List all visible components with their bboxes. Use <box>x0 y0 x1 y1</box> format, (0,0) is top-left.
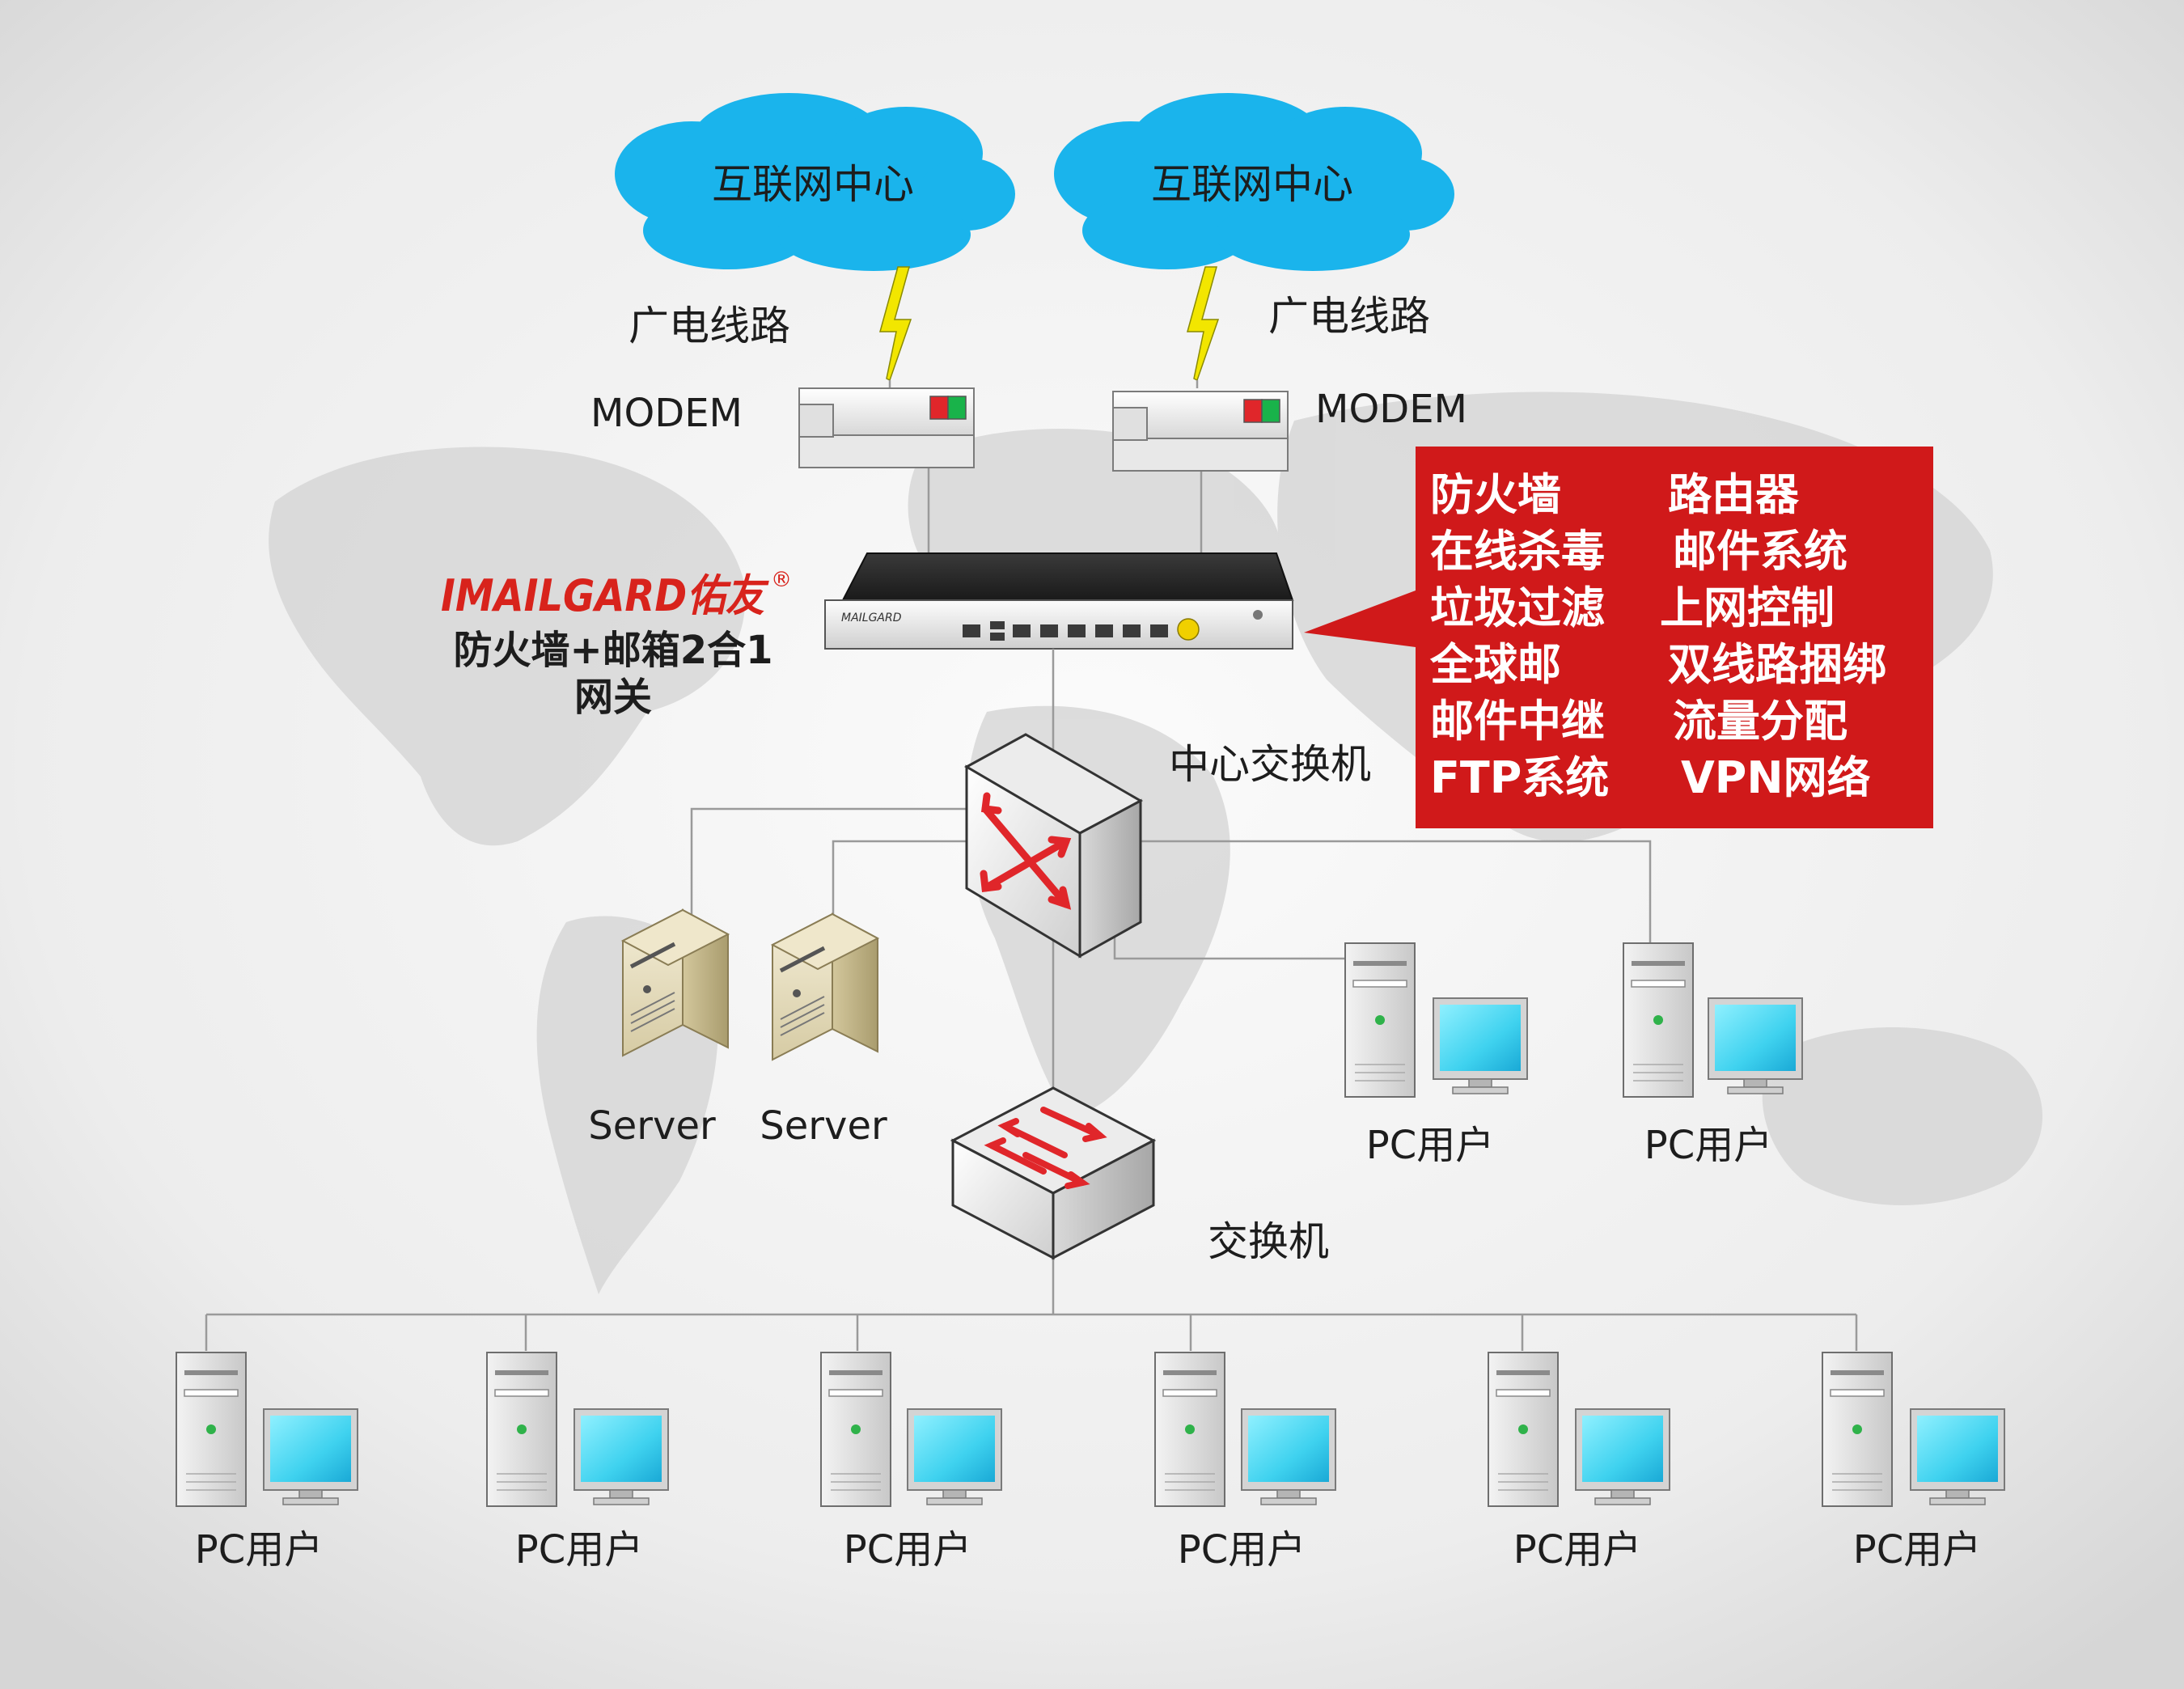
bottom-pc-3: PC用户 <box>820 1352 1002 1573</box>
feature-item: FTP系统 <box>1430 752 1609 803</box>
core-switch: 中心交换机 <box>963 733 1371 959</box>
feature-item: 全球邮 <box>1429 639 1561 690</box>
core-pc-2: PC用户 <box>1623 942 1803 1168</box>
server-2: Server <box>760 914 887 1149</box>
bottom-pc-4: PC用户 <box>1154 1352 1336 1573</box>
status-light-icon <box>1177 618 1200 641</box>
pc-tower-icon <box>1488 1352 1559 1507</box>
feature-item: 防火墙 <box>1430 469 1561 520</box>
switch-label: 交换机 <box>1208 1218 1329 1265</box>
monitor-icon <box>263 1408 358 1505</box>
feature-callout: 防火墙 在线杀毒 垃圾过滤 全球邮 邮件中继 FTP系统 路由器 邮件系统 上网… <box>1304 447 1933 828</box>
pc-label: PC用户 <box>1178 1527 1306 1573</box>
bottom-pc-2: PC用户 <box>486 1352 669 1573</box>
server-label: Server <box>588 1103 716 1149</box>
feature-item: 邮件中继 <box>1430 696 1605 747</box>
feature-item: 流量分配 <box>1673 696 1848 747</box>
pc-tower-icon <box>1822 1352 1893 1507</box>
feature-item: 双线路捆绑 <box>1668 639 1886 690</box>
feature-item: VPN网络 <box>1681 752 1871 803</box>
pc-tower-icon <box>820 1352 891 1507</box>
pc-tower-icon <box>1623 942 1694 1098</box>
brand-logo: IMAILGARD佑友 <box>441 570 769 621</box>
line-label: 广电线路 <box>629 303 790 349</box>
brand-caption-line2: 网关 <box>574 675 652 720</box>
pc-label: PC用户 <box>1644 1123 1772 1168</box>
monitor-icon <box>907 1408 1002 1505</box>
registered-mark: ® <box>771 568 792 592</box>
modem-2: MODEM <box>1112 387 1467 472</box>
server-label: Server <box>760 1103 887 1149</box>
brand-caption-line1: 防火墙+邮箱2合1 <box>453 628 772 673</box>
bottom-pc-1: PC用户 <box>176 1352 358 1573</box>
cloud-label: 互联网中心 <box>712 161 914 208</box>
switch-arrows-icon <box>984 1107 1107 1189</box>
monitor-icon <box>1575 1408 1670 1505</box>
pc-tower-icon <box>176 1352 247 1507</box>
feature-item: 在线杀毒 <box>1430 526 1605 577</box>
bottom-pc-6: PC用户 <box>1822 1352 2005 1573</box>
bottom-pc-5: PC用户 <box>1488 1352 1670 1573</box>
firewall-gateway: MAILGARD <box>824 552 1294 650</box>
feature-item: 路由器 <box>1668 469 1800 520</box>
modem-1: MODEM <box>590 387 975 468</box>
cloud-label: 互联网中心 <box>1151 161 1353 208</box>
pc-tower-icon <box>486 1352 557 1507</box>
pc-label: PC用户 <box>195 1527 323 1573</box>
modem-icon <box>1112 391 1289 472</box>
monitor-icon <box>574 1408 669 1505</box>
pc-label: PC用户 <box>515 1527 643 1573</box>
cloud-icon <box>1054 93 1454 271</box>
pc-label: PC用户 <box>844 1527 971 1573</box>
modem-label: MODEM <box>1315 387 1467 432</box>
pc-label: PC用户 <box>1853 1527 1981 1573</box>
monitor-icon <box>1433 997 1528 1094</box>
pc-tower-icon <box>1154 1352 1225 1507</box>
core-pc-1: PC用户 <box>1344 942 1528 1168</box>
modem-icon <box>798 387 975 468</box>
brand-block: IMAILGARD佑友 ® 防火墙+邮箱2合1 网关 <box>441 568 792 720</box>
monitor-icon <box>1910 1408 2005 1505</box>
feature-item: 邮件系统 <box>1673 526 1848 577</box>
pc-label: PC用户 <box>1366 1123 1494 1168</box>
pc-tower-icon <box>1344 942 1416 1098</box>
server-1: Server <box>588 910 728 1149</box>
internet-cloud-2: 互联网中心 <box>1054 93 1454 271</box>
modem-label: MODEM <box>590 391 743 436</box>
cloud-icon <box>615 93 1015 271</box>
monitor-icon <box>1241 1408 1336 1505</box>
switch-arrows-icon <box>980 792 1072 910</box>
feature-item: 垃圾过滤 <box>1430 582 1605 633</box>
port-icon <box>963 621 1168 641</box>
internet-cloud-1: 互联网中心 <box>615 93 1015 271</box>
core-switch-label: 中心交换机 <box>1169 741 1371 788</box>
pc-label: PC用户 <box>1513 1527 1641 1573</box>
appliance-logo: MAILGARD <box>841 612 902 624</box>
access-switch: 交换机 <box>950 1086 1329 1265</box>
feature-item: 上网控制 <box>1660 582 1835 633</box>
monitor-icon <box>1708 997 1803 1094</box>
line-label: 广电线路 <box>1268 293 1430 340</box>
